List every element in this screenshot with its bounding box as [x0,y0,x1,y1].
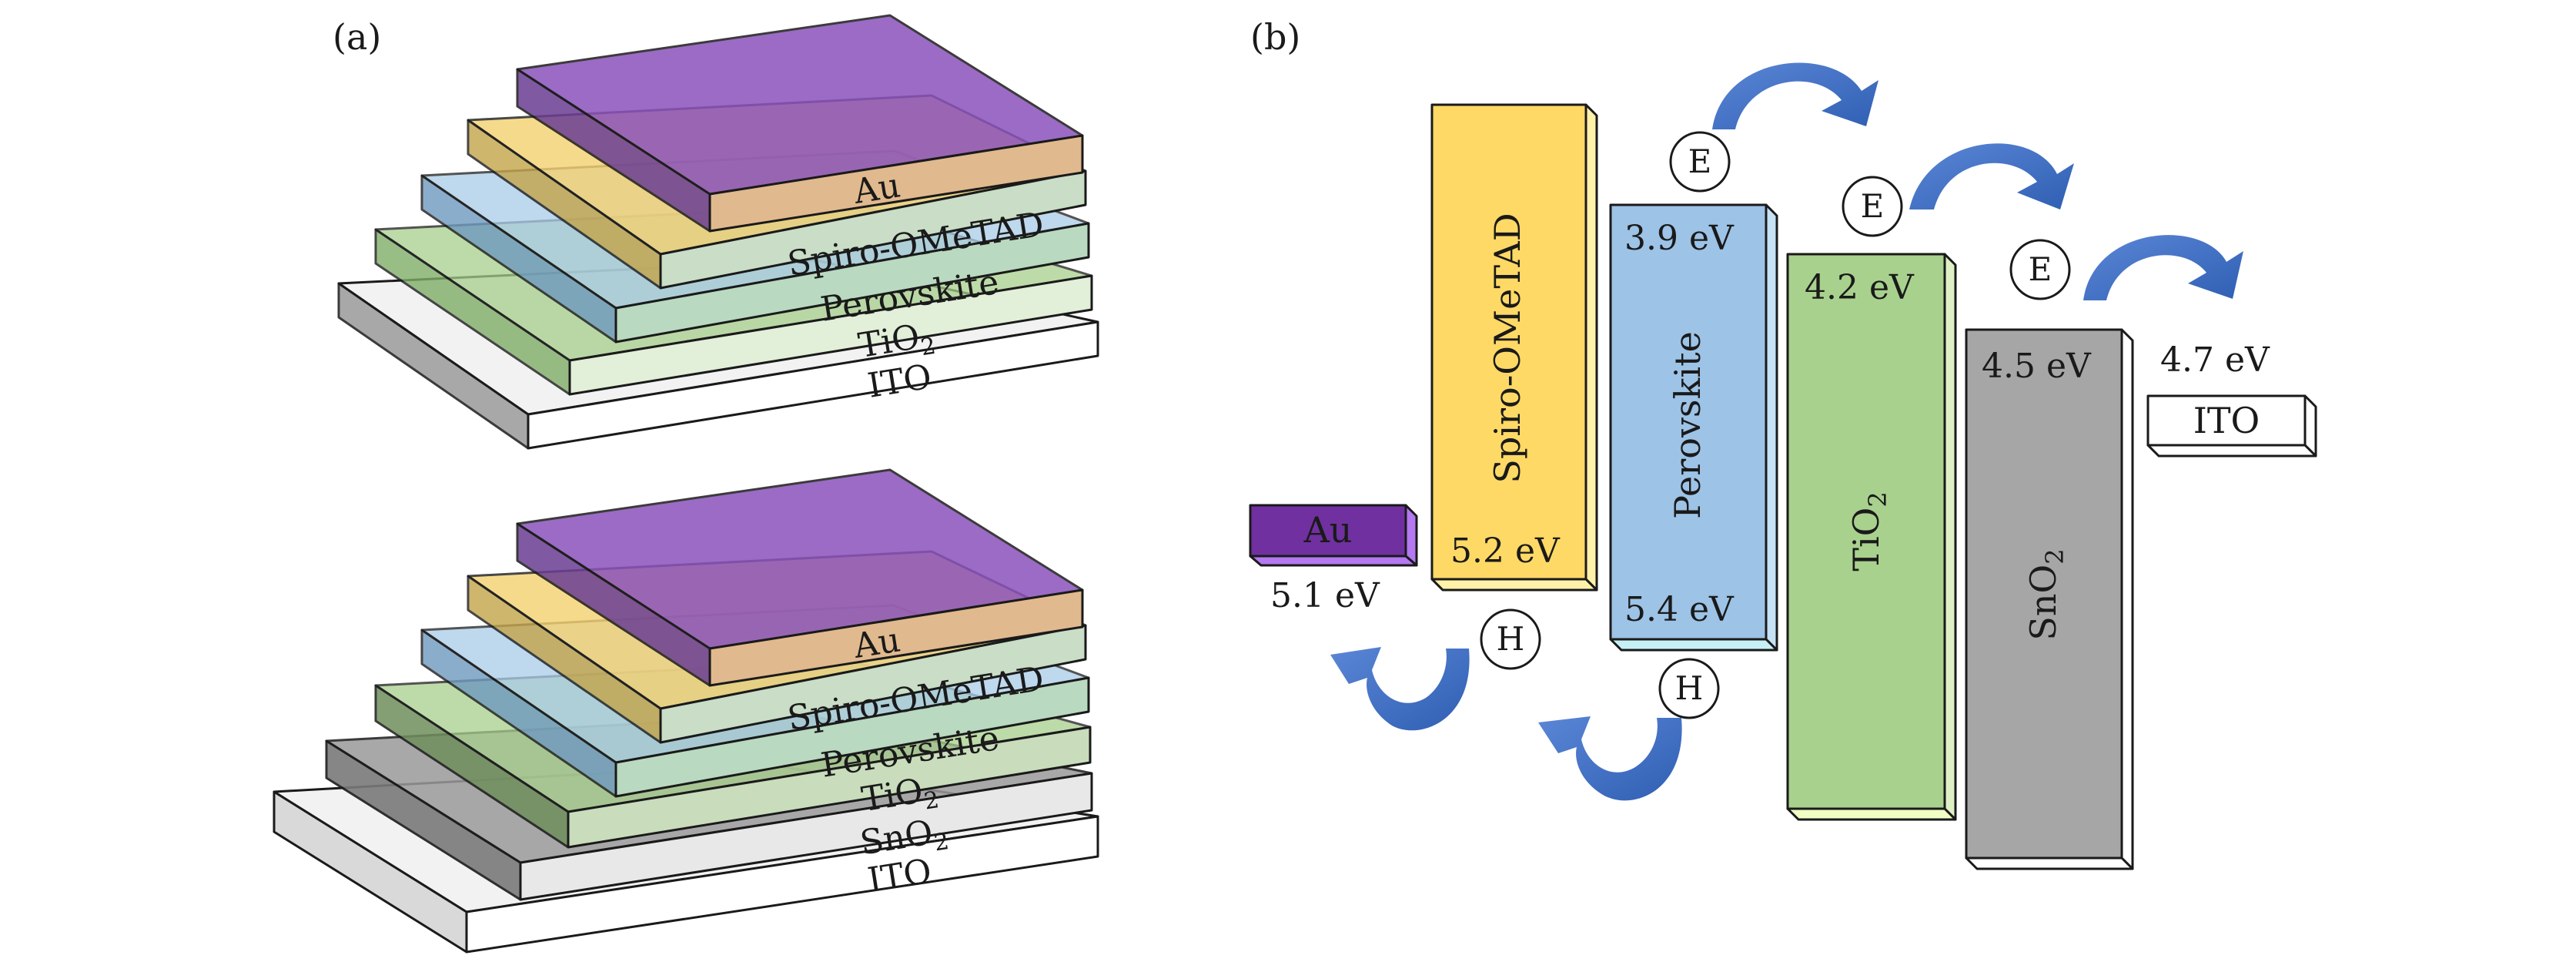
electron-arrow-2 [1909,143,2074,209]
electron-arrow-3 [2083,235,2243,300]
panel-b-label: (b) [1250,16,1300,58]
band-spiro-label: Spiro-OMeTAD [1487,213,1528,483]
band-spiro: Spiro-OMeTAD 5.2 eV [1430,103,1598,592]
band-sno2-label: SnO2 [2022,548,2069,640]
band-tio2-label-sub: 2 [1863,491,1892,507]
band-tio2-label-text: TiO [1845,508,1887,572]
electron-marker-2: E [1842,176,1903,237]
stack-top-layer-au [516,14,1084,233]
electron-marker-2-label: E [1861,187,1885,225]
electron-marker-1-label: E [1688,142,1712,180]
electron-arrow-1 [1712,62,1878,129]
hole-marker-2-label: H [1675,669,1704,707]
band-perovskite: Perovskite 3.9 eV 5.4 eV [1609,203,1778,652]
panel-a-label: (a) [333,16,381,58]
band-au-value: 5.1 eV [1270,576,1380,615]
hole-marker-1-label: H [1497,620,1525,658]
stack-bottom-label-tio2-text: TiO [859,771,925,820]
band-spiro-value: 5.2 eV [1450,531,1561,571]
device-stack-bottom: Au Spiro-OMeTAD Perovskite TiO2 SnO2 ITO [273,468,1099,954]
band-diagram: Au 5.1 eV Spiro-OMeTAD 5.2 eV Perovskite… [1249,62,2317,870]
band-perovskite-top-value: 3.9 eV [1624,219,1735,258]
hole-arrow-2 [1538,716,1682,801]
stack-bottom-label-tio2: TiO2 [859,769,941,825]
band-sno2-label-sub: 2 [2040,548,2069,564]
hole-marker-2: H [1658,658,1720,719]
band-tio2: TiO2 4.2 eV [1786,253,1957,821]
band-perovskite-label: Perovskite [1667,331,1708,519]
stack-bottom-label-au: Au [850,620,902,666]
band-ito-value: 4.7 eV [2160,340,2270,380]
stack-bottom-layer-au [516,468,1084,687]
band-perovskite-bottom-value: 5.4 eV [1624,590,1735,629]
stack-top-label-au: Au [850,166,902,212]
band-tio2-value: 4.2 eV [1805,268,1915,307]
electron-marker-1: E [1669,131,1731,193]
hole-marker-1: H [1480,608,1541,670]
band-au: Au 5.1 eV [1249,504,1418,615]
band-au-label: Au [1303,509,1353,551]
band-sno2: SnO2 4.5 eV [1965,328,2134,870]
electron-marker-3: E [2009,239,2071,300]
band-ito: ITO 4.7 eV [2146,340,2317,458]
stack-top-label-tio2-text: TiO [855,317,922,366]
stack-top-label-tio2: TiO2 [855,315,937,371]
device-stack-top: Au Spiro-OMeTAD Perovskite TiO2 ITO [337,14,1099,450]
band-ito-label: ITO [2193,400,2260,441]
hole-arrow-1 [1330,647,1470,731]
electron-marker-3-label: E [2029,250,2052,288]
band-sno2-label-text: SnO [2022,565,2064,641]
band-tio2-label: TiO2 [1845,491,1892,571]
band-sno2-value: 4.5 eV [1982,347,2092,386]
